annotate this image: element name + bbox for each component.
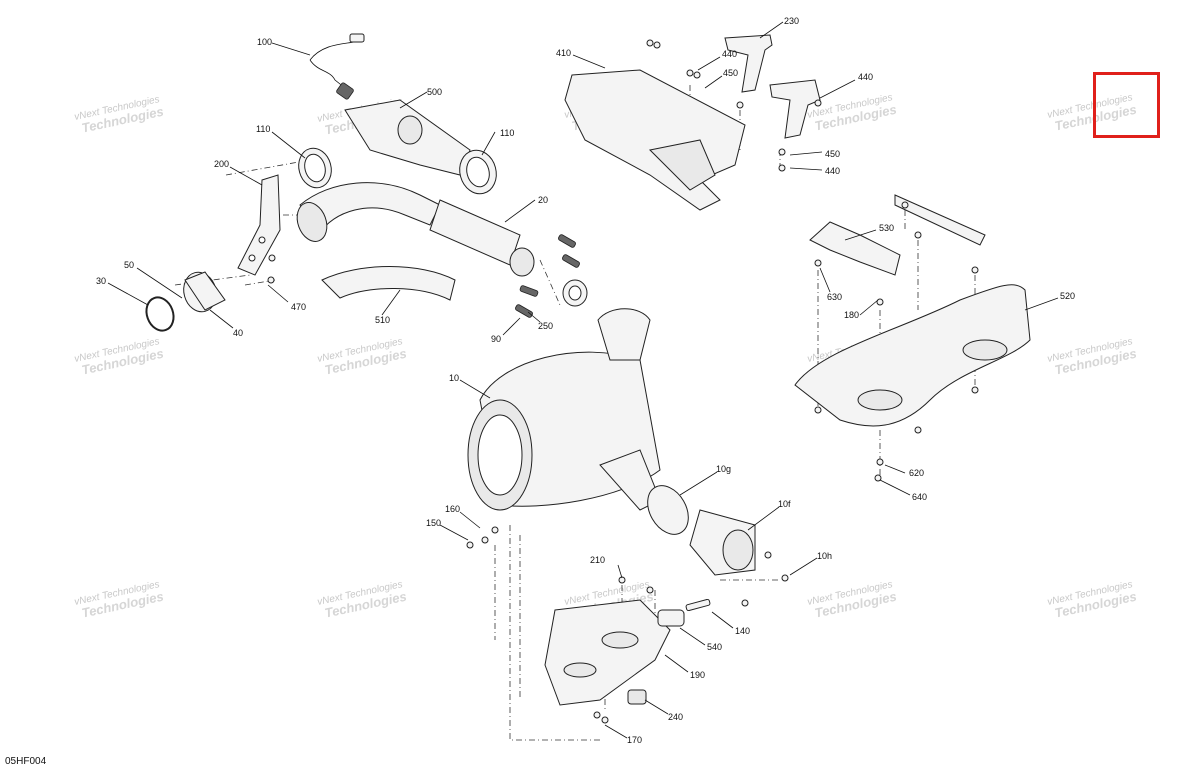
heat-shield-520	[794, 284, 1031, 427]
clamp-110-right	[459, 149, 497, 195]
callout-label: 40	[233, 328, 243, 338]
callout-label: 110	[256, 124, 270, 134]
callout-label: 620	[909, 468, 924, 478]
callout-label: 230	[784, 16, 799, 26]
callout-label: 450	[825, 149, 840, 159]
callout-label: 170	[627, 735, 642, 745]
springs-250	[515, 234, 580, 318]
callout-label: 520	[1060, 291, 1075, 301]
clamp-110-left	[298, 147, 332, 189]
callout-label: 30	[96, 276, 106, 286]
callout-label: 540	[707, 642, 722, 652]
sleeve-40	[183, 271, 226, 313]
callout-label: 440	[722, 49, 737, 59]
callout-label: 200	[214, 159, 229, 169]
figure-code: 05HF004	[5, 756, 47, 767]
muffler-shield-410	[564, 69, 746, 211]
callout-label: 20	[538, 195, 548, 205]
callout-label: 10f	[778, 499, 791, 509]
callout-label: 10g	[716, 464, 731, 474]
callout-label: 640	[912, 492, 927, 502]
callout-label: 440	[858, 72, 873, 82]
oxygen-sensor-100	[309, 33, 365, 100]
callout-label: 500	[427, 87, 442, 97]
grommet-540	[657, 609, 685, 627]
callout-label: 250	[538, 321, 553, 331]
callout-label: 10h	[817, 551, 832, 561]
gasket-ring	[562, 279, 588, 307]
callout-label: 240	[668, 712, 683, 722]
callout-label: 90	[491, 334, 501, 344]
strap-230	[724, 34, 821, 139]
bracket-190	[544, 599, 671, 706]
heat-shield-510	[321, 266, 456, 301]
tailpipe-10f	[599, 449, 756, 576]
callout-label: 190	[690, 670, 705, 680]
callout-label: 410	[556, 48, 571, 58]
fasteners	[267, 39, 979, 724]
callout-label: 210	[590, 555, 605, 565]
callout-labels: 100 500 110 110 200 20 50 30 470 40 510 …	[96, 16, 1075, 745]
callout-label: 630	[827, 292, 842, 302]
exhaust-pipe-20	[296, 182, 535, 277]
callout-label: 140	[735, 626, 750, 636]
callout-label: 160	[445, 504, 460, 514]
bracket-200	[237, 174, 281, 276]
callout-label: 470	[291, 302, 306, 312]
callout-label: 10	[449, 373, 459, 383]
callout-label: 440	[825, 166, 840, 176]
ring-30	[145, 296, 175, 332]
callout-label: 150	[426, 518, 441, 528]
heat-shield-500	[344, 99, 471, 176]
highlight-box	[1093, 72, 1160, 138]
leader-lines	[107, 21, 1059, 739]
callout-label: 50	[124, 260, 134, 270]
callout-label: 180	[844, 310, 859, 320]
bumper-240	[627, 689, 647, 705]
callout-label: 510	[375, 315, 390, 325]
bracket-530	[809, 194, 986, 276]
callout-label: 530	[879, 223, 894, 233]
callout-label: 450	[723, 68, 738, 78]
callout-label: 110	[500, 128, 514, 138]
callout-label: 100	[257, 37, 272, 47]
